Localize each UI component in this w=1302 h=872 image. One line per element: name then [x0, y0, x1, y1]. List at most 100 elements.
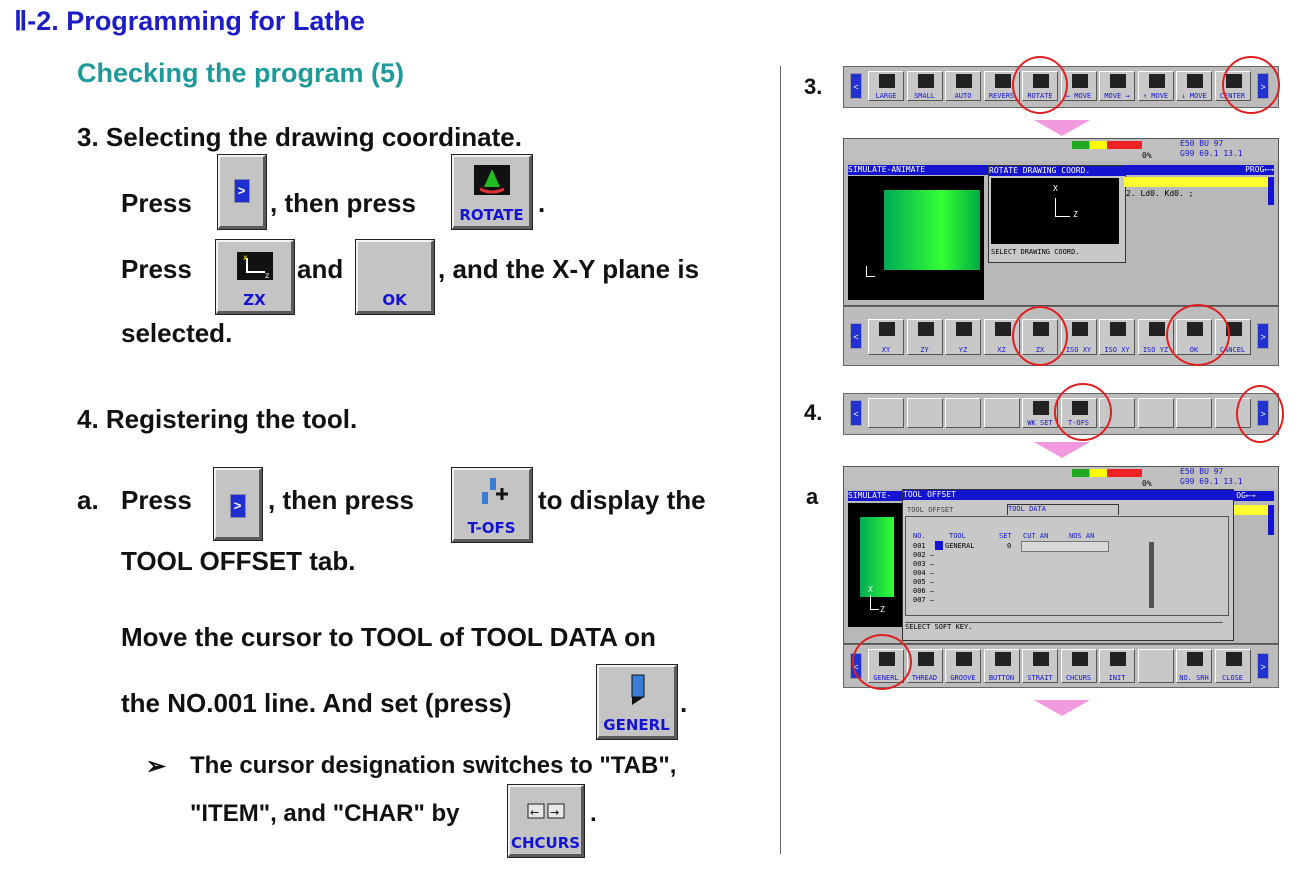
softkey-label: LARGE: [875, 92, 897, 100]
softkey-glyph-icon: [917, 652, 934, 666]
highlight-circle: [1236, 385, 1284, 443]
softkey-iso-xy-5[interactable]: ISO XY: [1060, 319, 1097, 355]
softkey-close-9[interactable]: CLOSE: [1214, 649, 1251, 683]
down-arrow-icon: [1034, 120, 1090, 136]
softkey-label: REVERS: [988, 92, 1015, 100]
softkey-glyph-icon: [917, 74, 934, 88]
chevron-left-icon: <: [850, 323, 862, 349]
next-page-key: >: [217, 154, 267, 230]
softkey-blank-7[interactable]: [1137, 398, 1174, 428]
softkey-large-0[interactable]: LARGE: [868, 71, 904, 101]
softkey-thread-1[interactable]: THREAD: [906, 649, 943, 683]
softkey-glyph-icon: [1110, 322, 1126, 336]
tab-tool-data[interactable]: TOOL DATA: [1007, 504, 1119, 515]
softkey-glyph-icon: [879, 322, 895, 336]
cursor-switch-icon: ← →: [527, 803, 564, 819]
softkey-glyph-icon: [879, 74, 895, 88]
bullet-arrow-icon: ➢: [146, 753, 167, 780]
step3-and: and: [297, 254, 344, 284]
tool-offset-dialog: TOOL OFFSET TOOL OFFSET TOOL DATA NO. TO…: [902, 489, 1234, 641]
softkey-move-5[interactable]: ← MOVE: [1060, 71, 1097, 101]
softkey-chcurs-5[interactable]: CHCURS: [1060, 649, 1097, 683]
tab-tool-offset[interactable]: TOOL OFFSET: [907, 506, 954, 514]
stepa-period: .: [680, 688, 688, 718]
softkey-label: CHCURS: [1065, 674, 1092, 682]
step3-xy-plane: , and the X-Y plane is: [438, 254, 700, 284]
highlight-circle: [1166, 304, 1230, 366]
next-page-key-2: >: [213, 467, 263, 541]
step3-period: .: [538, 188, 546, 218]
highlight-circle: [1012, 306, 1068, 366]
svg-text:←: ←: [530, 806, 539, 819]
stepa-label: a.: [77, 485, 99, 515]
softkey-blank-1[interactable]: [906, 398, 943, 428]
tool-cursor[interactable]: [935, 541, 943, 550]
step3-press-2: Press: [121, 254, 192, 284]
softkey-move-7[interactable]: ↑ MOVE: [1137, 71, 1174, 101]
softkey-glyph-icon: [1110, 652, 1126, 666]
softkey-glyph-icon: [917, 322, 934, 336]
softkey-init-6[interactable]: INIT: [1099, 649, 1135, 683]
bullet-line-2: "ITEM", and "CHAR" by: [190, 800, 460, 827]
softkey-label: MOVE →: [1104, 92, 1130, 100]
stepa-tab-line: TOOL OFFSET tab.: [121, 546, 356, 576]
softkey-move-6[interactable]: MOVE →: [1099, 71, 1135, 101]
stepa-cursor-line: Move the cursor to TOOL of TOOL DATA on: [121, 622, 656, 652]
softkey-label: ISO XY: [1104, 346, 1130, 354]
softkey-blank-2[interactable]: [945, 398, 981, 428]
table-row: 006 –: [913, 587, 935, 595]
softkey-move-8[interactable]: ↓ MOVE: [1176, 71, 1212, 101]
softkey-label: ISO XY: [1065, 346, 1092, 354]
softkey-yz-2[interactable]: YZ: [945, 319, 981, 355]
chevron-right-icon: >: [1257, 323, 1269, 349]
softkey-strait-4[interactable]: STRAIT: [1022, 649, 1058, 683]
softkey-glyph-icon: [994, 322, 1011, 336]
highlight-circle: [852, 634, 912, 690]
tool-offset-screen: 0% E50 BU 97 G99 69.1 13.1 SIMULATE- X Z…: [843, 466, 1279, 644]
softkey-xy-0[interactable]: XY: [868, 319, 904, 355]
softkey-glyph-icon: [956, 74, 972, 88]
rotate-dialog: ROTATE DRAWING COORD. X Z SELECT DRAWING…: [988, 165, 1126, 263]
stepa-to-display: to display the: [538, 485, 706, 515]
generl-key: GENERL: [596, 664, 678, 740]
figure-label-a: a: [806, 484, 819, 509]
softkey-label: ↓ MOVE: [1181, 92, 1207, 100]
down-arrow-icon: [1034, 700, 1090, 716]
softkey-label: CLOSE: [1221, 674, 1244, 682]
softkey-label: YZ: [958, 346, 968, 354]
softkey-blank-3[interactable]: [983, 398, 1020, 428]
general-tool-icon: [631, 674, 644, 705]
softkey-blank-8[interactable]: [1176, 398, 1212, 428]
softkey-label: XZ: [997, 346, 1006, 354]
softkey-blank-0[interactable]: [868, 398, 904, 428]
softkey-blank-7[interactable]: [1137, 649, 1174, 683]
figure-label-4: 4.: [804, 400, 823, 425]
softkey-button-3[interactable]: BUTTON: [983, 649, 1020, 683]
softkey-glyph-icon: [1187, 652, 1203, 666]
table-row: 004 –: [913, 569, 935, 577]
rotate-icon: [473, 165, 510, 195]
softkey-label: CANCEL: [1219, 346, 1246, 354]
softkey-no-srh-8[interactable]: NO. SRH: [1176, 649, 1212, 683]
softkey-label: GROOVE: [950, 674, 976, 682]
softkey-glyph-icon: [1033, 652, 1049, 666]
softkey-glyph-icon: [1071, 652, 1088, 666]
softkey-label: STRAIT: [1027, 674, 1053, 682]
softkey-wk-set-4[interactable]: WK SET: [1022, 398, 1058, 428]
softkey-groove-2[interactable]: GROOVE: [945, 649, 981, 683]
softkey-zy-1[interactable]: ZY: [906, 319, 943, 355]
chevron-right-icon: >: [1257, 653, 1269, 679]
softkey-small-1[interactable]: SMALL: [906, 71, 943, 101]
softkey-glyph-icon: [1110, 74, 1126, 88]
softkey-label: SMALL: [913, 92, 936, 100]
svg-text:z: z: [265, 271, 269, 280]
softkey-glyph-icon: [1071, 74, 1088, 88]
softkey-label: INIT: [1108, 674, 1126, 682]
highlight-circle: [1012, 56, 1068, 114]
softkey-auto-2[interactable]: AUTO: [945, 71, 981, 101]
figure-label-3: 3.: [804, 74, 823, 99]
softkey-iso-xy-6[interactable]: ISO XY: [1099, 319, 1135, 355]
softkey-label: NO. SRH: [1179, 674, 1209, 682]
tofs-key: T-OFS: [451, 467, 533, 543]
down-arrow-icon: [1034, 442, 1090, 458]
